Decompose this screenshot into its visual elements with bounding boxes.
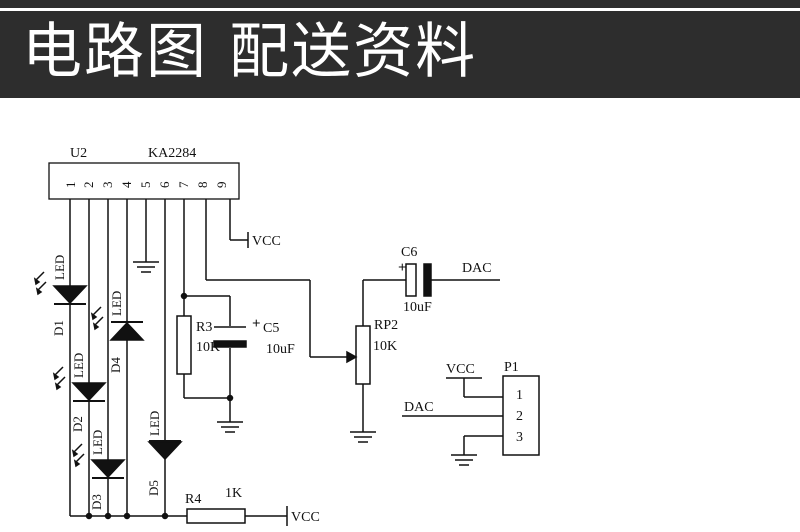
svg-text:VCC: VCC [446,362,475,377]
led-d5: LED D5 [146,411,183,496]
svg-text:LED: LED [52,255,67,280]
ground-symbol [217,421,243,433]
svg-text:LED: LED [90,430,105,455]
svg-text:D2: D2 [70,416,85,432]
led-d2: LED D2 [52,353,107,432]
vcc-pin9: VCC [230,232,281,249]
led-d4: LED D4 [90,291,145,373]
ground-symbol [350,431,376,443]
capacitor-c5: + C5 10uF [213,316,295,357]
potentiometer-rp2: RP2 10K [355,279,406,432]
svg-text:LED: LED [109,291,124,316]
chip-u2: U2 KA2284 1 2 3 4 5 6 7 8 9 [48,146,240,200]
svg-text:D4: D4 [108,357,123,373]
svg-text:D3: D3 [89,494,104,510]
svg-text:P1: P1 [504,360,519,375]
capacitor-c6: + C6 10uF DAC [398,245,500,315]
svg-text:DAC: DAC [404,400,434,415]
led-d1: LED D1 [33,255,88,336]
svg-text:R4: R4 [185,492,201,507]
svg-text:R3: R3 [196,320,212,335]
svg-text:LED: LED [147,411,162,436]
connector-p1: P1 1 2 3 VCC DAC [402,360,540,466]
chip-pin-wires [69,199,231,516]
bottom-bus [70,512,187,520]
led-d3: LED D3 [71,430,126,510]
svg-text:5: 5 [138,182,153,189]
svg-text:9: 9 [214,182,229,189]
svg-text:7: 7 [176,181,191,188]
chip-part: KA2284 [148,146,196,161]
svg-text:3: 3 [516,430,523,445]
svg-text:6: 6 [157,181,172,188]
svg-text:+: + [398,260,407,276]
chip-ref: U2 [70,146,87,161]
svg-text:10uF: 10uF [266,342,295,357]
svg-text:D5: D5 [146,480,161,496]
svg-text:10uF: 10uF [403,300,432,315]
svg-text:RP2: RP2 [374,318,398,333]
svg-text:LED: LED [71,353,86,378]
svg-text:10K: 10K [373,339,397,354]
svg-text:1K: 1K [225,486,242,501]
resistor-r3: R3 10K [196,320,220,355]
header-banner: 电路图 配送资料 [0,0,800,98]
svg-text:VCC: VCC [291,510,320,525]
svg-text:D1: D1 [51,320,66,336]
svg-text:1: 1 [516,388,523,403]
chip-pin-numbers: 1 2 3 4 5 6 7 8 9 [63,181,229,188]
svg-text:VCC: VCC [252,234,281,249]
svg-text:C6: C6 [401,245,417,260]
ground-symbol [133,261,159,273]
svg-text:4: 4 [119,181,134,188]
svg-text:DAC: DAC [462,261,492,276]
svg-text:+: + [252,316,261,332]
svg-text:2: 2 [516,409,523,424]
header-rule [0,8,800,11]
svg-text:2: 2 [81,182,96,189]
svg-text:C5: C5 [263,321,279,336]
wiper-wire [206,279,358,364]
svg-text:3: 3 [100,182,115,189]
page-title: 电路图 配送资料 [22,17,478,87]
r3-c5-network [176,292,234,422]
svg-text:8: 8 [195,182,210,189]
resistor-r4: R4 1K VCC [185,486,320,526]
svg-text:1: 1 [63,182,78,189]
